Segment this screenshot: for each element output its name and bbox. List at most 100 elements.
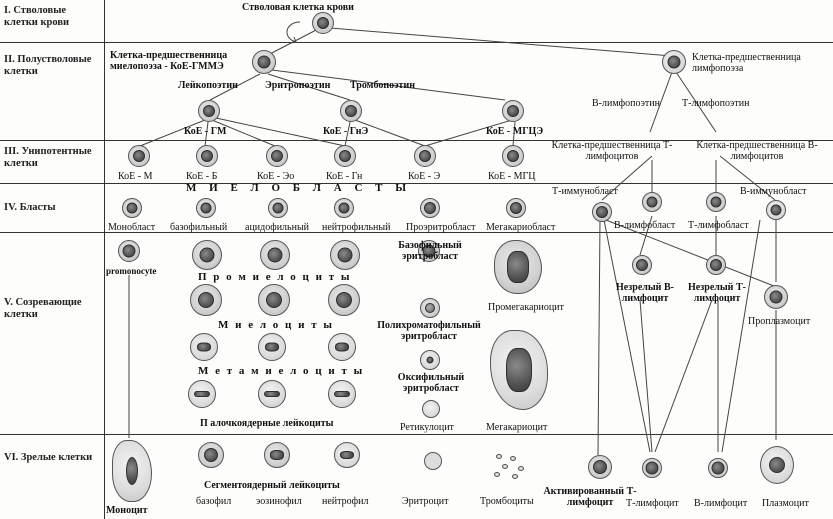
- myelo-progenitor-cell: [252, 50, 276, 74]
- b-progenitor-label: Клетка-предшественница В-лимфоцитов: [696, 140, 818, 162]
- promegakaryocyte-cell: [494, 240, 542, 294]
- t-lymphopoietin-label: Т-лимфопоэтин: [682, 98, 750, 109]
- promyelocyte-basophilic-cell: [192, 240, 222, 270]
- platelet: [496, 454, 502, 459]
- row-divider: [0, 434, 833, 435]
- megakaryocyte-cell: [490, 330, 548, 410]
- t-lymphoblast-cell: [706, 192, 726, 212]
- lympho-progenitor-label: Клетка-предшественница лимфопоэза: [692, 52, 801, 74]
- metamyelocytes-heading: М е т а м и е л о ц и т ы: [198, 365, 365, 377]
- b-lymphoblast-label: В-лимфобласт: [614, 220, 676, 231]
- metamyelocyte-neutrophilic-cell: [328, 333, 356, 361]
- row-divider: [0, 183, 833, 184]
- b-immunoblast-cell: [766, 200, 786, 220]
- row-divider: [0, 232, 833, 233]
- stage-column-divider: [104, 0, 105, 519]
- t-immunoblast-cell: [592, 202, 612, 222]
- koe-gn-cell: [334, 145, 356, 167]
- reticulocyte-cell: [422, 400, 440, 418]
- koe-gne-cell: [340, 100, 362, 122]
- megakaryocyte-label: Мегакариоцит: [486, 422, 548, 433]
- myelocyte-neutrophilic-cell: [328, 284, 360, 316]
- koe-gn-label: КоЕ - Гн: [326, 171, 363, 182]
- stage-label-2: II. Полустволовые клетки: [4, 54, 92, 77]
- acidophilic-label: ацидофильный: [245, 222, 310, 233]
- stage-label-3: III. Унипотентные клетки: [4, 146, 92, 169]
- proerythroblast-label: Проэритробласт: [406, 222, 476, 233]
- koe-mgce-label: КоЕ - МГЦЭ: [486, 126, 544, 137]
- acidophilic-myeloblast-cell: [268, 198, 288, 218]
- koe-e-label: КоЕ - Э: [408, 171, 441, 182]
- platelet: [494, 472, 500, 477]
- thrombopoietin-label: Тромбопоэтин: [350, 80, 415, 91]
- megakaryoblast-label: Мегакариобласт: [486, 222, 556, 233]
- immature-b-cell: [632, 255, 652, 275]
- lympho-progenitor-cell: [662, 50, 686, 74]
- platelets-cluster: [492, 452, 532, 482]
- myelocytes-heading: М и е л о ц и т ы: [218, 319, 334, 331]
- b-lymphopoietin-label: В-лимфопоэтин: [592, 98, 660, 109]
- metamyelocyte-basophilic-cell: [190, 333, 218, 361]
- monoblast-label: Монобласт: [108, 222, 156, 233]
- koe-eo-cell: [266, 145, 288, 167]
- megakaryoblast-cell: [506, 198, 526, 218]
- promyelocyte-neutrophilic-cell: [330, 240, 360, 270]
- koe-mgc-label: КоЕ - МГЦ: [488, 171, 536, 182]
- plasmocyte-label: Плазмоцит: [762, 498, 809, 509]
- eosinophil-label: эозинофил: [256, 496, 302, 507]
- platelet: [518, 466, 524, 471]
- koe-b-cell: [196, 145, 218, 167]
- basophilic-myeloblast-cell: [196, 198, 216, 218]
- b-lymphoblast-cell: [642, 192, 662, 212]
- platelet: [510, 456, 516, 461]
- neutrophil-cell: [334, 442, 360, 468]
- leukopoietin-label: Лейкопоэтин: [178, 80, 238, 91]
- reticulocyte-label: Ретикулоцит: [400, 422, 454, 433]
- koe-mgc-cell: [502, 145, 524, 167]
- row-divider: [0, 42, 833, 43]
- basophil-cell: [198, 442, 224, 468]
- basophil-label: базофил: [196, 496, 232, 507]
- koe-mgce-cell: [502, 100, 524, 122]
- neutrophilic-myeloblast-cell: [334, 198, 354, 218]
- segmented-heading: Сегментоядерный лейкоциты: [204, 480, 340, 491]
- band-cells-heading: П алочкоядерные лейкоциты: [200, 418, 334, 429]
- b-immunoblast-label: В-иммунобласт: [740, 186, 807, 197]
- stage-label-5: V. Созревающие клетки: [4, 297, 82, 320]
- monocyte-label: Моноцит: [106, 505, 148, 516]
- eosinophil-cell: [264, 442, 290, 468]
- stem-cell: [312, 12, 334, 34]
- promyelocyte-acidophilic-cell: [260, 240, 290, 270]
- platelet: [502, 464, 508, 469]
- myelocyte-basophilic-cell: [190, 284, 222, 316]
- erythropoietin-label: Эритропоэтин: [265, 80, 331, 91]
- band-basophilic-cell: [188, 380, 216, 408]
- oxyphilic-erythroblast-label: Оксифильный эритробласт: [397, 372, 465, 394]
- t-lymphoblast-label: Т-лимфобласт: [688, 220, 749, 231]
- t-lymphocyte-cell: [642, 458, 662, 478]
- basophilic-erythroblast-cell: [418, 240, 440, 262]
- t-lymphocyte-label: Т-лимфоцит: [626, 498, 679, 509]
- immature-t-label: Незрелый Т-лимфоцит: [688, 282, 746, 304]
- stage-label-4: IV. Бласты: [4, 202, 56, 213]
- proerythroblast-cell: [420, 198, 440, 218]
- t-immunoblast-label: Т-иммунобласт: [552, 186, 618, 197]
- myeloblasts-heading: М И Е Л О Б Л А С Т Ы: [186, 182, 412, 194]
- activated-t-label: Активированный Т-лимфоцит: [543, 486, 637, 508]
- promonocyte-label: promonocyte: [106, 266, 157, 276]
- neutrophilic-label: нейтрофильный: [322, 222, 391, 233]
- immature-t-cell: [706, 255, 726, 275]
- monoblast-cell: [122, 198, 142, 218]
- koe-eo-label: КоЕ - Эо: [257, 171, 295, 182]
- basophilic-erythroblast-label: Базофильный эритробласт: [398, 240, 462, 262]
- band-acidophilic-cell: [258, 380, 286, 408]
- immature-b-label: Незрелый В-лимфоцит: [616, 282, 674, 304]
- myelo-progenitor-label: Клетка-предшественница миелопоэза - КоЕ-…: [110, 50, 228, 72]
- koe-b-label: КоЕ - Б: [186, 171, 218, 182]
- activated-t-cell: [588, 455, 612, 479]
- proplasmocyte-cell: [764, 285, 788, 309]
- promonocyte-cell: [118, 240, 140, 262]
- band-neutrophilic-cell: [328, 380, 356, 408]
- plasmocyte-cell: [760, 446, 794, 484]
